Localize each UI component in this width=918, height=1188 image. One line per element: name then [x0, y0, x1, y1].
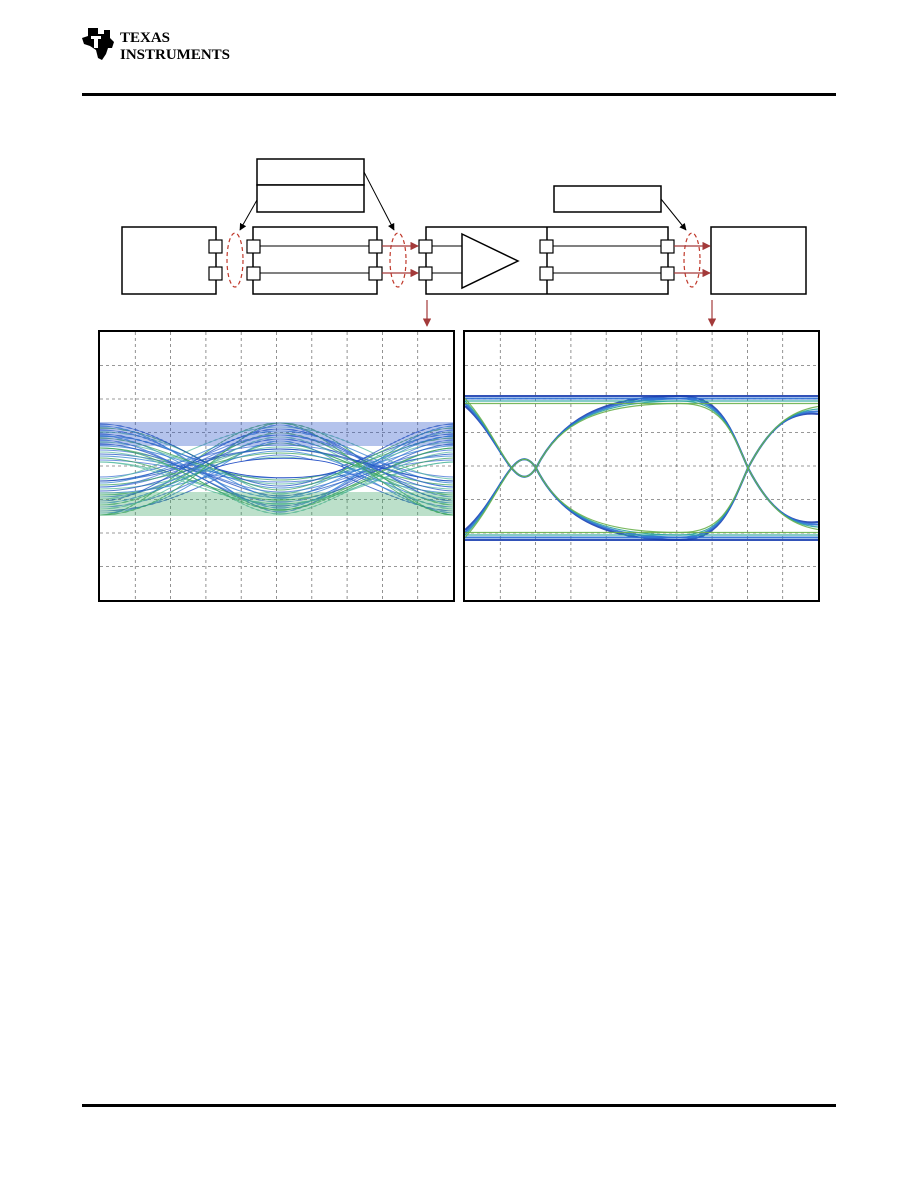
port-pin — [418, 239, 433, 254]
output-label-box — [553, 185, 662, 213]
eye-trace — [100, 447, 453, 511]
port-pin — [246, 266, 261, 281]
eye-trace — [100, 451, 453, 515]
callout-arrow — [660, 198, 687, 231]
probe-ellipse — [226, 232, 244, 288]
signal-path-figure — [98, 158, 820, 602]
eye-trace — [100, 446, 453, 500]
eye-trace — [100, 461, 453, 505]
eye-trace — [100, 423, 453, 487]
probe-ellipse — [389, 232, 407, 288]
eye-trace — [100, 449, 453, 493]
port-pin — [418, 266, 433, 281]
channel-label-box — [256, 158, 365, 213]
eye-diagram-before-redriver — [98, 330, 455, 602]
port-pin — [660, 266, 675, 281]
port-pin — [208, 266, 223, 281]
port-pin — [539, 239, 554, 254]
port-pin — [246, 239, 261, 254]
eye-trace — [100, 450, 453, 504]
port-pin — [208, 239, 223, 254]
eye-trace — [100, 448, 453, 482]
eye-trace — [100, 427, 453, 491]
receiver-block — [710, 226, 807, 295]
callout-arrow — [239, 199, 258, 231]
svg-text:INSTRUMENTS: INSTRUMENTS — [120, 47, 230, 63]
eye-diagram-after-redriver — [463, 330, 820, 602]
header-rule — [82, 93, 836, 96]
eye-trace — [100, 452, 453, 486]
port-pin — [368, 239, 383, 254]
eye-trace — [100, 425, 453, 509]
footer-rule — [82, 1104, 836, 1107]
eye-trace — [465, 402, 818, 538]
channel-block — [252, 226, 378, 295]
eye-trace — [100, 457, 453, 501]
eye-opening — [213, 457, 347, 479]
port-pin — [368, 266, 383, 281]
port-pin — [539, 266, 554, 281]
eye-trace — [100, 441, 453, 485]
probe-ellipse — [683, 232, 701, 288]
transmitter-block — [121, 226, 217, 295]
texas-instruments-logo: TEXAS INSTRUMENTS — [82, 28, 230, 63]
eye-trace — [100, 439, 453, 503]
eye-trace — [465, 398, 818, 534]
svg-text:TEXAS: TEXAS — [120, 30, 170, 46]
amplifier-triangle-icon — [461, 232, 520, 290]
eye-trace — [100, 435, 453, 499]
callout-arrow — [363, 171, 395, 231]
port-pin — [660, 239, 675, 254]
